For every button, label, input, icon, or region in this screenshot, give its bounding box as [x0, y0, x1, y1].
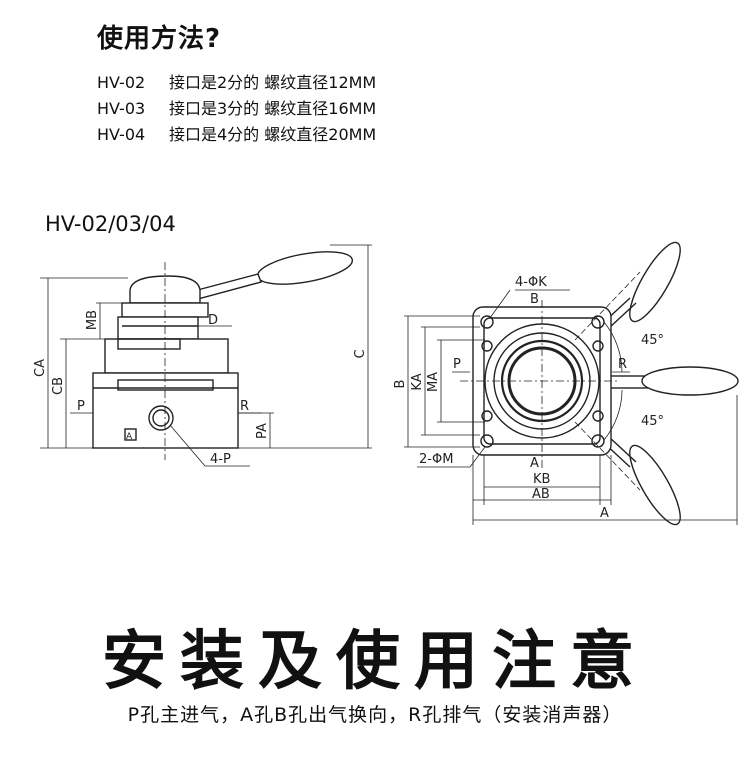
side-view	[40, 244, 372, 467]
top-view	[404, 241, 739, 526]
dim-pa: PA	[255, 423, 270, 439]
spec-desc: 接口是3分的 螺纹直径16MM	[169, 99, 377, 118]
base-body	[92, 372, 239, 449]
dim-r-top: R	[618, 357, 627, 372]
dim-c: C	[353, 349, 368, 358]
handle-ghost-lower	[629, 444, 681, 526]
dim-m: 2-ΦM	[419, 452, 453, 467]
notes-heading: 安装及使用注意	[102, 625, 648, 699]
top-view-labels: 4-ΦK B B KA MA P R 45° 45° 2-ΦM A KB AB …	[393, 275, 664, 521]
spec-model: HV-04	[97, 125, 146, 144]
diagram-model-label: HV-02/03/04	[45, 212, 176, 236]
dim-port: 4-P	[210, 452, 231, 467]
dim-d: D	[208, 313, 218, 328]
spec-item: HV-04 接口是4分的 螺纹直径20MM	[97, 122, 376, 148]
spec-item: HV-03 接口是3分的 螺纹直径16MM	[97, 96, 376, 122]
bolt-hole	[591, 434, 605, 448]
spec-desc: 接口是4分的 螺纹直径20MM	[169, 125, 377, 144]
dim-kb: KB	[533, 472, 550, 487]
usage-title: 使用方法?	[97, 24, 222, 54]
side-view-labels: CA CB C MB D P R PA A 4-P	[33, 310, 368, 467]
spec-item: HV-02 接口是2分的 螺纹直径12MM	[97, 70, 376, 96]
spec-model: HV-03	[97, 99, 146, 118]
handle-ghost-upper	[629, 241, 681, 323]
dim-r: R	[240, 399, 249, 414]
handle-grip-top	[641, 366, 739, 396]
spec-desc: 接口是2分的 螺纹直径12MM	[169, 73, 377, 92]
upper-body	[104, 338, 229, 374]
angle-bottom: 45°	[641, 414, 664, 429]
stem-block	[117, 316, 199, 340]
dim-p-top: P	[453, 357, 461, 372]
bolt-hole	[480, 434, 494, 448]
dim-a-bottom: A	[530, 456, 539, 471]
dim-ma: MA	[426, 372, 441, 392]
dim-ab: AB	[532, 487, 550, 502]
spec-list: HV-02 接口是2分的 螺纹直径12MM HV-03 接口是3分的 螺纹直径16M…	[97, 70, 376, 148]
dim-a-total: A	[600, 506, 609, 521]
dim-ca: CA	[33, 359, 48, 377]
angle-top: 45°	[641, 333, 664, 348]
dim-cb: CB	[51, 377, 66, 395]
dim-k: 4-ΦK	[515, 275, 547, 290]
technical-drawing: CA CB C MB D P R PA A 4-P	[33, 241, 739, 526]
bolt-hole	[480, 315, 494, 329]
dim-mb: MB	[85, 310, 100, 330]
dim-b-side: B	[393, 380, 408, 389]
spec-model: HV-02	[97, 73, 146, 92]
dim-ka: KA	[410, 373, 425, 390]
handle-grip	[256, 251, 354, 285]
dim-b-top: B	[530, 292, 539, 307]
dim-p: P	[77, 399, 85, 414]
notes-text: P孔主进气，A孔B孔出气换向，R孔排气（安装消声器）	[127, 704, 623, 726]
port-a-label: A	[126, 432, 133, 442]
port-hole	[148, 405, 174, 431]
